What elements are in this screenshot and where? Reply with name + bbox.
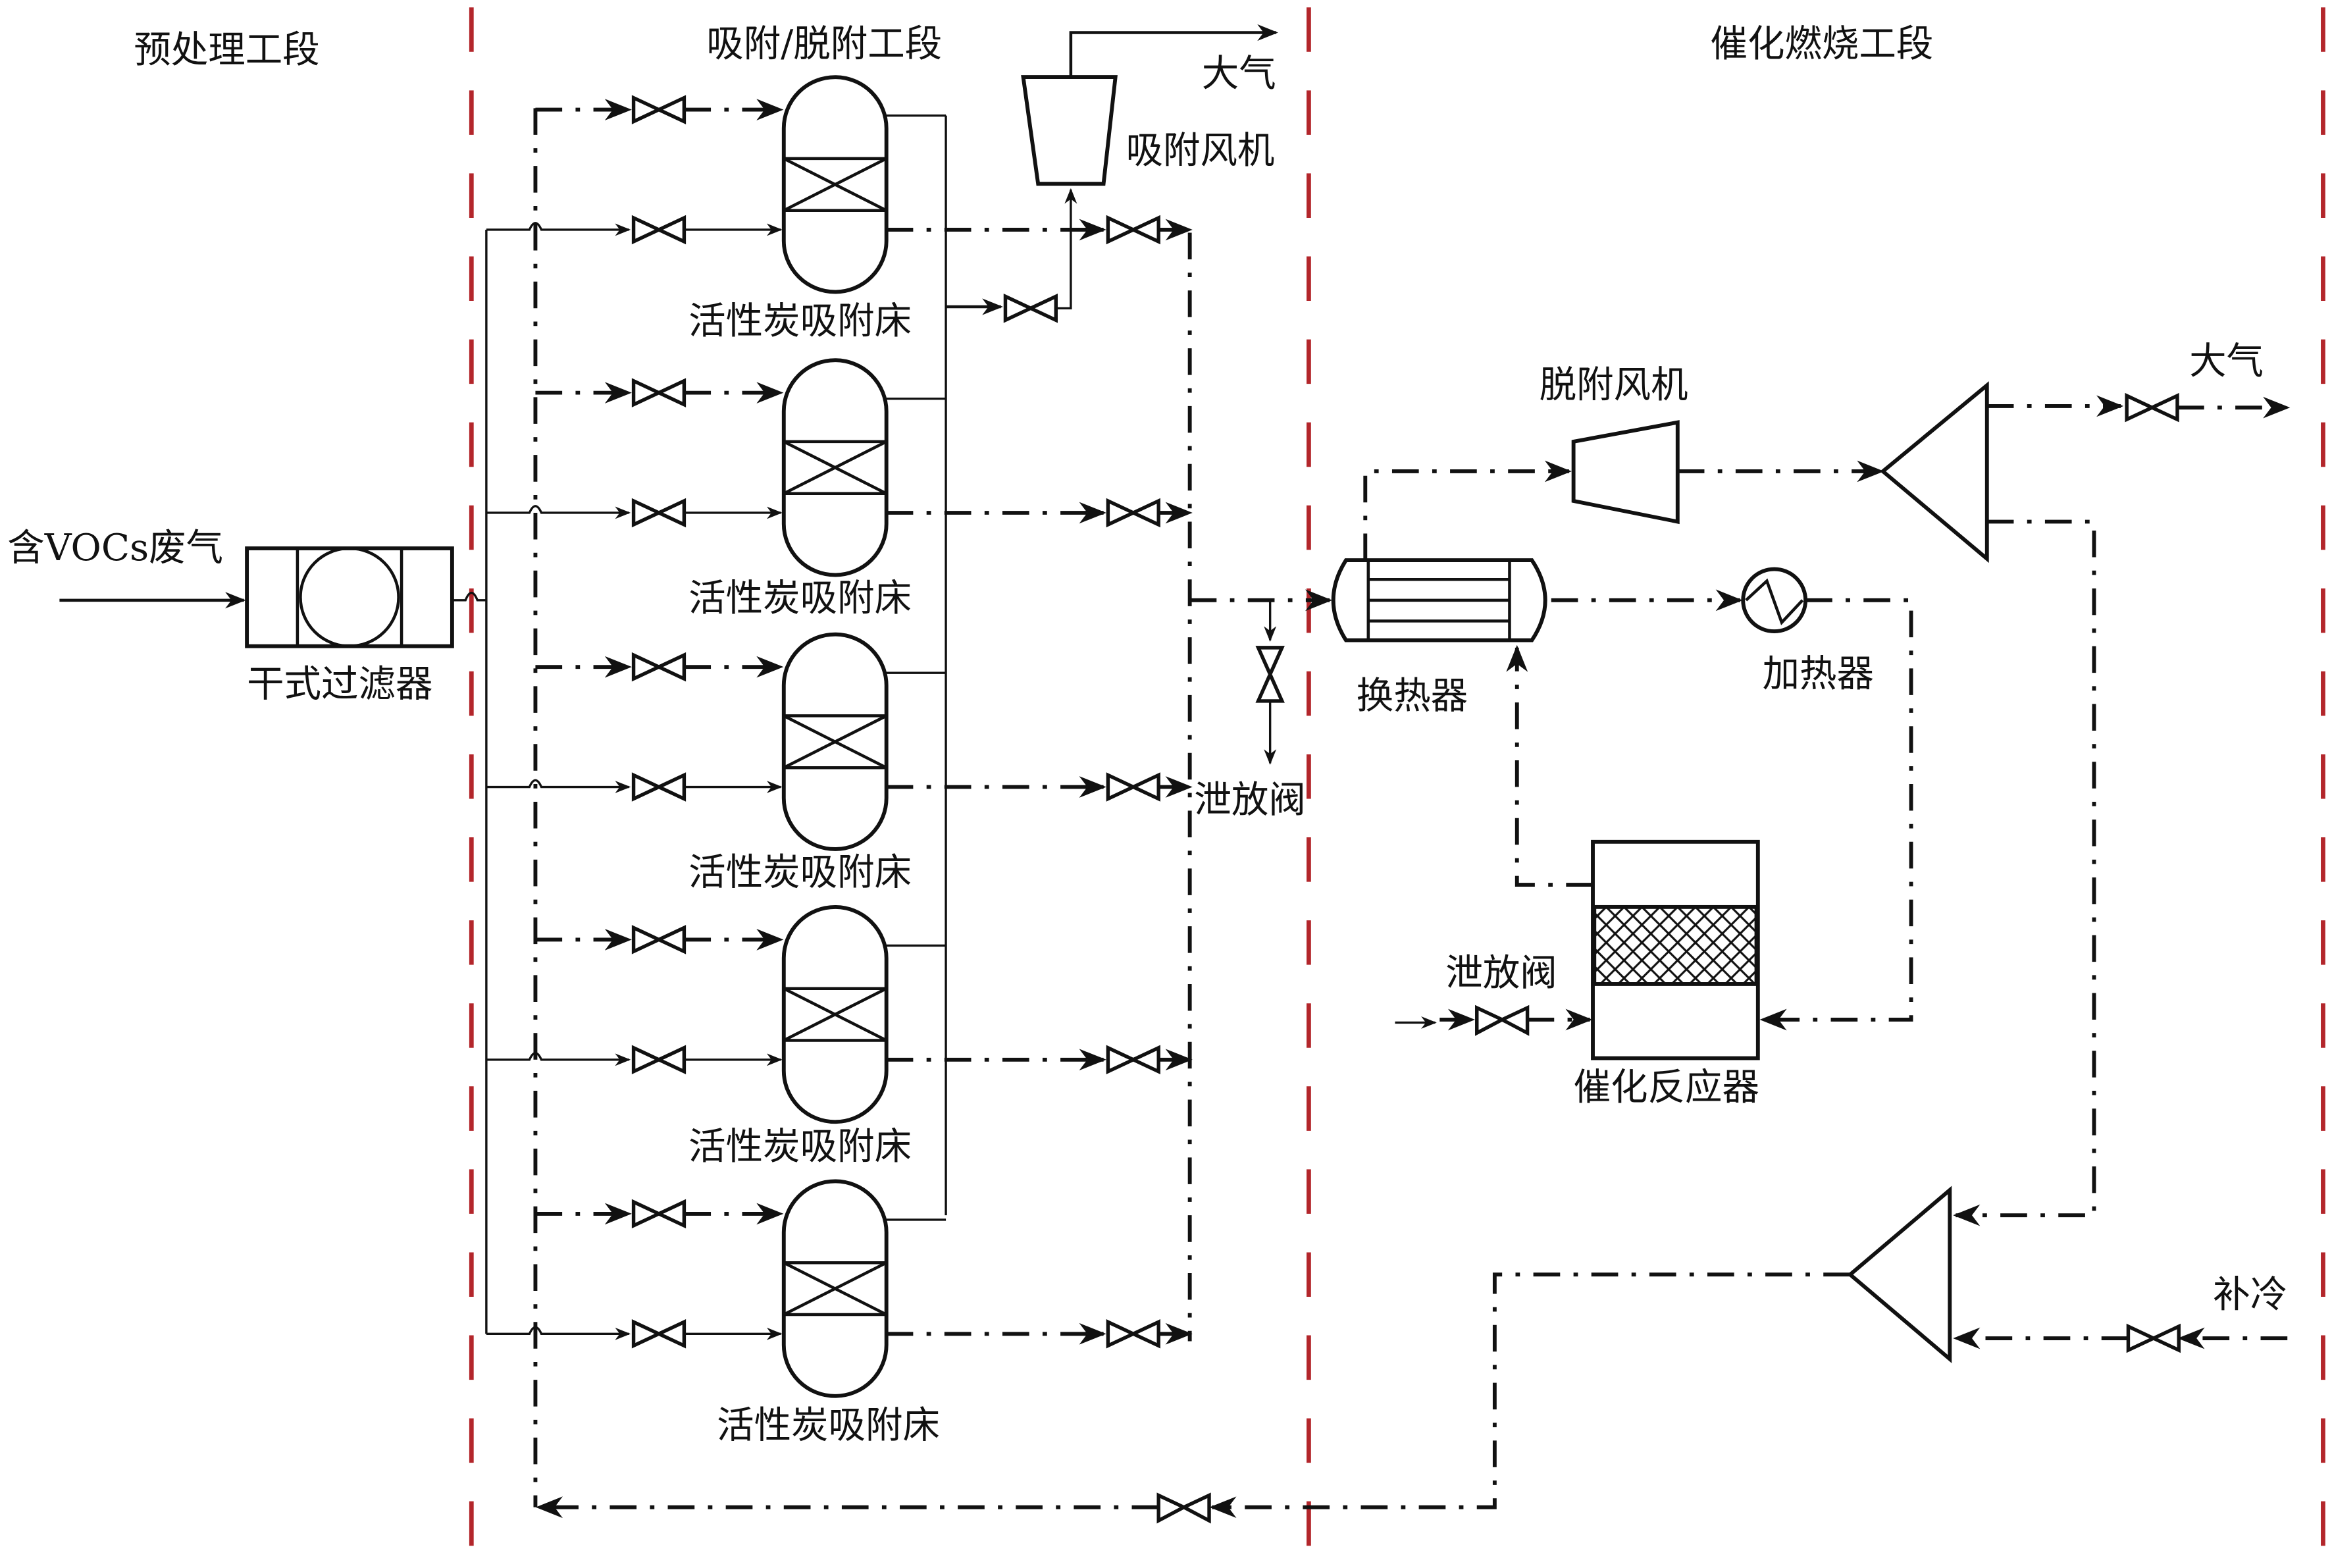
section-title-catalytic: 催化燃烧工段	[1711, 23, 1934, 66]
section-title-pretreatment: 预处理工段	[134, 29, 319, 72]
feed-inlet-pipe	[486, 779, 631, 793]
feed-inlet-pipe	[486, 222, 631, 236]
inlet-gas-label: 含VOCs废气	[7, 527, 223, 569]
adsorption-bed-label: 活性炭吸附床	[717, 1404, 940, 1447]
feed-inlet-pipe	[486, 1326, 631, 1340]
adsorption-bed-label: 活性炭吸附床	[688, 300, 912, 343]
catalytic-reactor-label: 催化反应器	[1574, 1066, 1759, 1109]
bed-packing-cross	[783, 714, 887, 770]
relief-valve-reactor[interactable]	[1475, 1005, 1530, 1036]
feed-inlet-valve[interactable]	[631, 1045, 687, 1075]
vent-valve[interactable]	[2125, 392, 2179, 423]
adsorption-fan-valve[interactable]	[1003, 294, 1058, 323]
desorb-inlet-valve[interactable]	[631, 652, 687, 682]
dry-filter	[245, 546, 454, 648]
feed-inlet-pipe	[486, 1052, 631, 1066]
make-up-cooling-label: 补冷	[2213, 1274, 2287, 1317]
hx-to-desorption-fan-pipe	[1363, 460, 1572, 561]
adsorption-fan	[1021, 75, 1118, 186]
desorb-outlet-valve[interactable]	[1106, 215, 1160, 245]
mixer-lower	[1847, 1186, 1952, 1363]
relief-valve-mid-label: 泄放阀	[1194, 779, 1305, 822]
desorption-fan-label: 脱附风机	[1540, 363, 1688, 406]
feed-inlet-valve[interactable]	[631, 215, 687, 245]
desorb-outlet-valve[interactable]	[1106, 1319, 1160, 1349]
desorb-outlet-valve[interactable]	[1106, 772, 1160, 802]
adsorption-bed-label: 活性炭吸附床	[688, 1126, 912, 1168]
adsorption-bed-label: 活性炭吸附床	[688, 577, 912, 620]
desorb-outlet-valve[interactable]	[1106, 498, 1160, 528]
feed-inlet-valve[interactable]	[631, 772, 687, 802]
mixer-outlet-pipe	[1209, 1272, 1850, 1519]
desorption-fan	[1571, 420, 1680, 525]
relief-valve-mid[interactable]	[1255, 646, 1285, 703]
bed-packing-cross	[783, 1261, 887, 1317]
adsorption-fan-label: 吸附风机	[1126, 130, 1274, 172]
filter-outlet-pipe	[452, 591, 486, 602]
adsorption-bed-label: 活性炭吸附床	[688, 851, 912, 894]
desorb-inlet-valve[interactable]	[631, 1199, 687, 1229]
return-valve[interactable]	[1156, 1492, 1211, 1524]
fan-exhaust-pipe	[1069, 24, 1278, 78]
section-title-adsorption: 吸附/脱附工段	[706, 23, 942, 66]
desorb-outlet-valve[interactable]	[1106, 1045, 1160, 1075]
reactor-to-hx-pipe	[1506, 644, 1593, 887]
heat-exchanger	[1331, 558, 1547, 642]
recycle-to-mixer-pipe	[1953, 519, 2096, 1226]
heater	[1741, 567, 1808, 634]
desorb-inlet-valve[interactable]	[631, 925, 687, 954]
bed-packing-cross	[783, 440, 887, 495]
catalytic-reactor	[1591, 839, 1760, 1060]
splitter-upper	[1880, 381, 1989, 563]
heat-exchanger-label: 换热器	[1357, 675, 1468, 718]
dry-filter-label: 干式过滤器	[247, 663, 432, 706]
atmosphere-right-label: 大气	[2189, 340, 2264, 382]
desorb-inlet-valve[interactable]	[631, 378, 687, 407]
bed-packing-cross	[783, 987, 887, 1042]
feed-inlet-valve[interactable]	[631, 1319, 687, 1349]
atmosphere-top-label: 大气	[1202, 53, 1276, 95]
feed-inlet-pipe	[486, 505, 631, 519]
heater-label: 加热器	[1763, 652, 1874, 695]
bed-packing-cross	[783, 157, 887, 212]
desorb-inlet-valve[interactable]	[631, 95, 687, 124]
heater-to-reactor-pipe	[1759, 598, 1913, 1031]
feed-inlet-valve[interactable]	[631, 498, 687, 528]
relief-valve-reactor-label: 泄放阀	[1445, 952, 1557, 995]
fan-suction-pipe	[1056, 188, 1077, 309]
cooling-valve[interactable]	[2126, 1323, 2181, 1353]
